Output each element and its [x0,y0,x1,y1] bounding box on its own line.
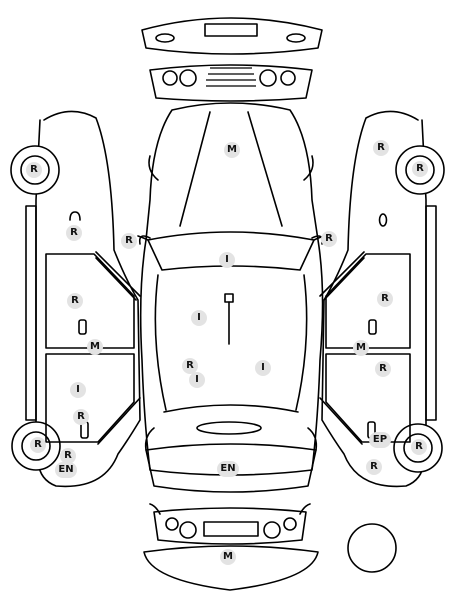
marker-roof[interactable]: M [224,142,240,158]
rear-view [141,17,323,102]
marker-hood-left[interactable]: I [191,310,207,326]
marker-front-view[interactable]: M [220,549,236,565]
marker-left-front-door[interactable]: I [70,382,86,398]
marker-right-rear-quarter[interactable]: R [373,140,389,156]
reference-circle [347,523,397,573]
marker-hood-right[interactable]: I [255,360,271,376]
marker-left-front-fender-en[interactable]: EN [55,462,77,478]
marker-left-front-wheel[interactable]: R [30,437,46,453]
marker-hood-center-i[interactable]: I [189,372,205,388]
marker-left-rear-wheel[interactable]: R [26,162,42,178]
marker-right-mirror[interactable]: R [321,231,337,247]
marker-left-front-fender-r[interactable]: R [60,448,76,464]
marker-right-front-fender[interactable]: EP [369,432,391,448]
marker-right-front-door[interactable]: R [375,361,391,377]
marker-front-bumper[interactable]: EN [217,461,239,477]
marker-right-rear-wheel[interactable]: R [412,161,428,177]
marker-left-mirror[interactable]: R [121,233,137,249]
marker-left-rear-door[interactable]: R [67,293,83,309]
marker-right-front-quarter[interactable]: R [366,459,382,475]
marker-left-front-door-lower[interactable]: R [73,409,89,425]
front-view-drawing [143,503,319,591]
marker-left-b-pillar[interactable]: M [87,339,103,355]
marker-right-rear-door[interactable]: R [377,291,393,307]
marker-left-fuel-door[interactable]: R [66,225,82,241]
marker-right-front-wheel[interactable]: R [411,439,427,455]
marker-windshield[interactable]: I [219,252,235,268]
marker-right-b-pillar[interactable]: M [353,340,369,356]
top-view [138,102,324,493]
marker-hood-center-r[interactable]: R [182,358,198,374]
